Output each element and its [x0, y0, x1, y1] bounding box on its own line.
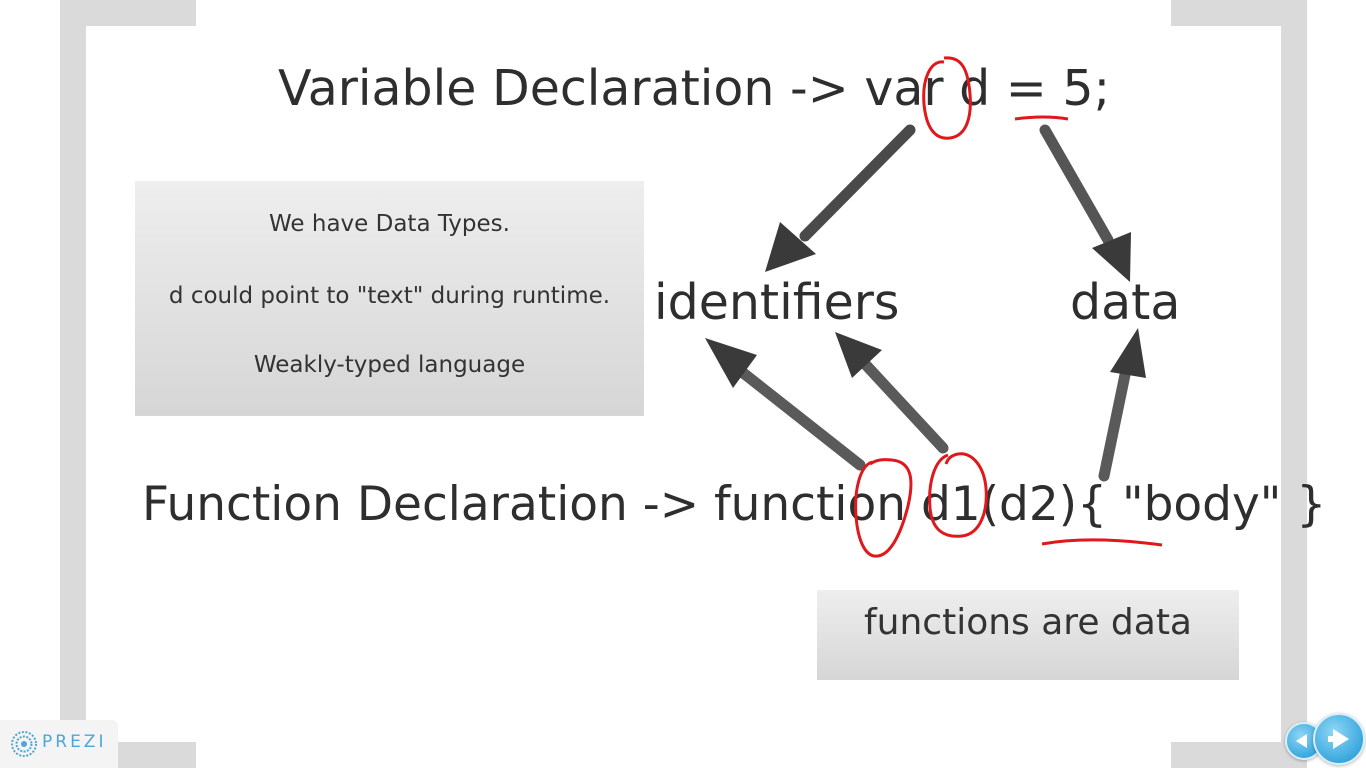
note-line: functions are data [863, 602, 1192, 643]
functions-are-data-note: functions are data [817, 590, 1239, 680]
annotation-underline-body [1041, 538, 1163, 547]
annotation-underline-value [1014, 115, 1069, 121]
frame-bracket-right [1281, 0, 1307, 768]
prezi-logo[interactable]: PREZI [0, 720, 118, 768]
arrow-body-to-data [1098, 328, 1146, 482]
prezi-logo-icon [11, 731, 37, 757]
frame-bracket-right-bottom [1171, 742, 1307, 768]
arrow-right-icon [1328, 729, 1349, 749]
frame-bracket-left [60, 0, 86, 768]
frame-bracket-left-top [60, 0, 196, 26]
note-line: Weakly-typed language [253, 352, 526, 378]
next-step-button[interactable] [1313, 713, 1365, 765]
annotation-circle-d [922, 56, 972, 140]
data-types-note: We have Data Types. d could point to "te… [135, 181, 644, 416]
frame-bracket-right-top [1171, 0, 1307, 26]
arrow-d2-to-identifiers [835, 332, 949, 454]
annotation-circle-d1 [854, 458, 913, 558]
function-declaration-text: Function Declaration -> function d1(d2){… [142, 477, 1327, 532]
arrow-left-icon [1296, 734, 1307, 748]
annotation-circle-d2 [928, 452, 988, 538]
note-line: d could point to "text" during runtime. [168, 283, 611, 309]
data-label: data [1070, 274, 1181, 331]
note-line: We have Data Types. [269, 211, 510, 237]
identifiers-label: identifiers [654, 274, 900, 331]
arrow-d1-to-identifiers [705, 338, 866, 471]
arrow-value-to-data [1039, 124, 1131, 282]
prezi-logo-text: PREZI [42, 732, 107, 752]
arrow-d-to-identifiers [765, 124, 916, 272]
